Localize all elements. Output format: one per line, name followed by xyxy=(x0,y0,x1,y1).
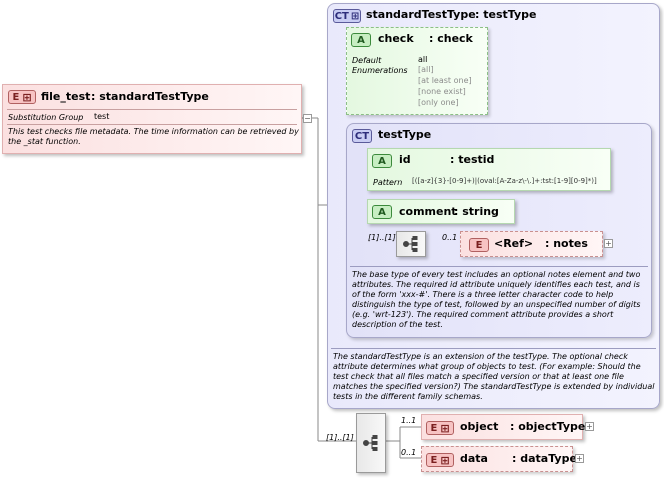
divider xyxy=(7,124,297,125)
enum-value: [none exist] xyxy=(418,87,466,96)
attribute-id[interactable]: A id : testid Pattern [([a-z]{3}-[0-9]+)… xyxy=(367,148,611,191)
pattern-value: [([a-z]{3}-[0-9]+)|(oval:[A-Za-z\-\.]+:t… xyxy=(412,177,597,185)
default-label: Default xyxy=(352,56,382,65)
sequence-icon xyxy=(403,236,418,252)
enum-value: [only one] xyxy=(418,98,459,107)
expand-icon[interactable]: + xyxy=(575,454,584,463)
expand-icon[interactable]: + xyxy=(585,422,594,431)
sequence-compositor[interactable] xyxy=(396,231,426,257)
complex-type-badge-label: CT xyxy=(334,10,349,22)
sequence-multiplicity: [1]..[1] xyxy=(368,233,396,242)
complex-type-description: The standardTestType is an extension of … xyxy=(333,352,655,401)
ref-type: : notes xyxy=(545,237,588,250)
element-badge-label: E xyxy=(430,454,438,466)
child-multiplicity: 0..1 xyxy=(442,233,458,242)
element-badge: E ⊞ xyxy=(426,421,454,435)
element-badge: E ⊞ xyxy=(426,453,454,467)
element-description: This test checks file metadata. The time… xyxy=(8,127,299,146)
element-type: : objectType xyxy=(510,420,586,433)
default-value: all xyxy=(418,55,428,64)
element-type: : standardTestType xyxy=(91,90,209,103)
child-multiplicity: 1..1 xyxy=(401,416,417,425)
element-object[interactable]: E ⊞ object : objectType xyxy=(421,414,586,440)
sequence-plus-icon: ⊞ xyxy=(440,453,450,467)
root-element-file-test[interactable]: E ⊞ file_test : standardTestType Substit… xyxy=(2,84,302,154)
enum-value: [at least one] xyxy=(418,76,472,85)
element-ref-notes[interactable]: E <Ref> : notes xyxy=(460,231,603,257)
sequence-multiplicity: [1]..[1] xyxy=(326,433,354,442)
divider xyxy=(331,348,656,349)
element-name: data xyxy=(460,452,488,465)
element-data[interactable]: E ⊞ data : dataType xyxy=(421,446,577,472)
element-name: file_test xyxy=(41,90,91,103)
complex-type-badge: CT xyxy=(352,129,372,143)
attribute-name: comment xyxy=(399,205,457,218)
substitution-group-label: Substitution Group xyxy=(8,113,84,122)
divider xyxy=(350,266,648,267)
attribute-badge: A xyxy=(351,33,371,47)
attribute-badge: A xyxy=(372,205,392,219)
complex-type-description: The base type of every test includes an … xyxy=(352,270,641,329)
complex-type-name: testType xyxy=(378,128,432,141)
substitution-group-value: test xyxy=(94,112,110,121)
complex-type-base: : testType xyxy=(475,8,537,21)
pattern-label: Pattern xyxy=(373,178,403,187)
element-badge-label: E xyxy=(430,422,438,434)
ref-name: <Ref> xyxy=(494,237,534,250)
sequence-plus-icon: ⊞ xyxy=(350,10,360,22)
collapse-icon[interactable]: − xyxy=(303,114,312,123)
enumerations-label: Enumerations xyxy=(352,66,408,75)
enum-value: [all] xyxy=(418,65,434,74)
element-type: : dataType xyxy=(512,452,577,465)
sequence-plus-icon: ⊞ xyxy=(440,421,450,435)
divider xyxy=(7,109,297,110)
child-multiplicity: 0..1 xyxy=(401,448,417,457)
attribute-badge: A xyxy=(372,154,392,168)
attribute-type: : string xyxy=(454,205,499,218)
attribute-type: : testid xyxy=(450,153,495,166)
element-name: object xyxy=(460,420,499,433)
sequence-compositor[interactable] xyxy=(356,413,386,473)
sequence-plus-icon: ⊞ xyxy=(22,90,32,104)
attribute-name: check xyxy=(378,32,414,45)
element-badge: E xyxy=(469,238,489,252)
element-badge-label: E xyxy=(12,91,20,103)
sequence-icon xyxy=(363,435,378,451)
expand-icon[interactable]: + xyxy=(604,239,613,248)
complex-type-badge: CT ⊞ xyxy=(333,9,361,23)
attribute-comment[interactable]: A comment : string xyxy=(367,199,515,224)
attribute-name: id xyxy=(399,153,411,166)
element-badge: E ⊞ xyxy=(8,90,36,104)
attribute-check[interactable]: A check : check Default Enumerations all… xyxy=(346,27,488,115)
complex-type-name: standardTestType xyxy=(366,8,476,21)
attribute-type: : check xyxy=(429,32,473,45)
